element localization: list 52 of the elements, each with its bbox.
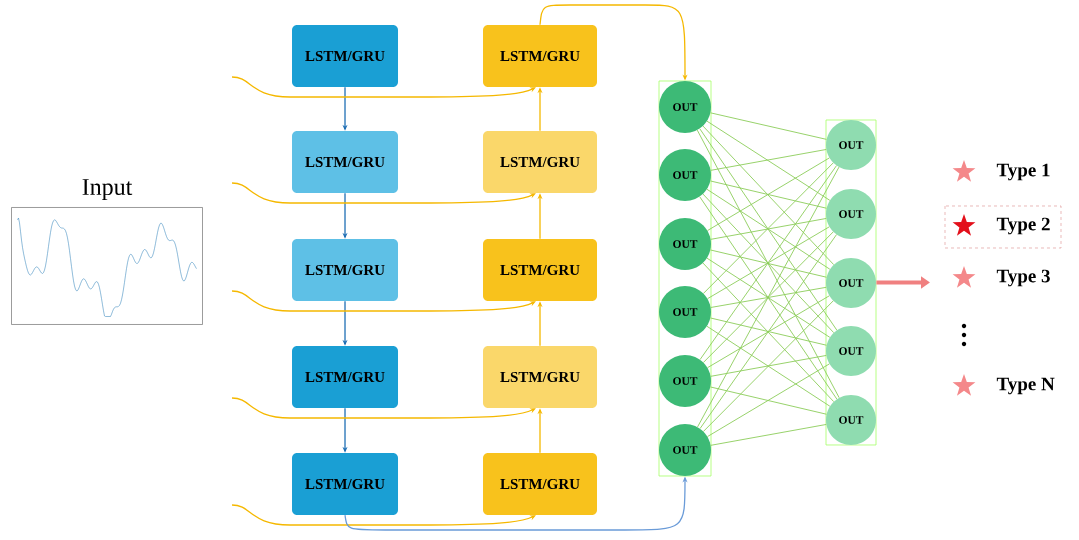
- class-label: Type N: [996, 377, 1055, 395]
- connector-line: [710, 355, 827, 377]
- plot-title: Input: [82, 179, 133, 200]
- class-label: Type 1: [996, 163, 1050, 181]
- connector-line: [703, 162, 834, 294]
- group-frame: [825, 119, 877, 446]
- group-frame: [658, 80, 712, 477]
- connector-line: [702, 125, 835, 266]
- process-box: LSTM/GRU: [292, 131, 398, 193]
- connector-line: [710, 149, 827, 171]
- process-box: LSTM/GRU: [483, 239, 597, 301]
- arrow: [231, 76, 536, 98]
- process-box: LSTM/GRU: [292, 25, 398, 87]
- process-box: LSTM/GRU: [483, 25, 597, 87]
- connector-line: [706, 257, 831, 338]
- arrow: [231, 397, 536, 419]
- connector-line: [707, 363, 830, 437]
- process-box: LSTM/GRU: [292, 346, 398, 408]
- connector-line: [707, 226, 830, 300]
- connector-line: [707, 295, 830, 369]
- connector-line: [710, 249, 827, 278]
- connector-line: [706, 120, 831, 201]
- connector-line: [710, 218, 827, 240]
- connector-line: [706, 188, 831, 270]
- process-box: LSTM/GRU: [483, 131, 597, 193]
- process-box: LSTM/GRU: [483, 453, 597, 515]
- connector-line: [702, 262, 835, 403]
- connector-line: [697, 166, 840, 428]
- connector-line: [707, 157, 830, 231]
- connector-line: [710, 286, 827, 308]
- connector-line: [710, 386, 827, 415]
- connector-line: [706, 325, 831, 407]
- class-label: Type 2: [996, 217, 1050, 235]
- connector-line: [710, 112, 827, 140]
- process-box: LSTM/GRU: [292, 453, 398, 515]
- connector-line: [696, 129, 840, 399]
- arrow: [231, 504, 536, 526]
- connector-line: [699, 196, 838, 400]
- connector-line: [699, 165, 837, 360]
- class-label: Type 3: [996, 269, 1050, 287]
- connector-line: [710, 317, 827, 346]
- process-box: LSTM/GRU: [292, 239, 398, 301]
- arrow: [231, 182, 536, 204]
- connector-line: [699, 128, 838, 331]
- connector-line: [703, 300, 834, 432]
- connector-line: [710, 424, 827, 446]
- process-box: LSTM/GRU: [483, 346, 597, 408]
- connector-line: [710, 180, 827, 209]
- connector-line: [702, 193, 835, 334]
- connector-line: [703, 231, 834, 363]
- connector-line: [699, 234, 837, 429]
- arrow: [231, 290, 536, 312]
